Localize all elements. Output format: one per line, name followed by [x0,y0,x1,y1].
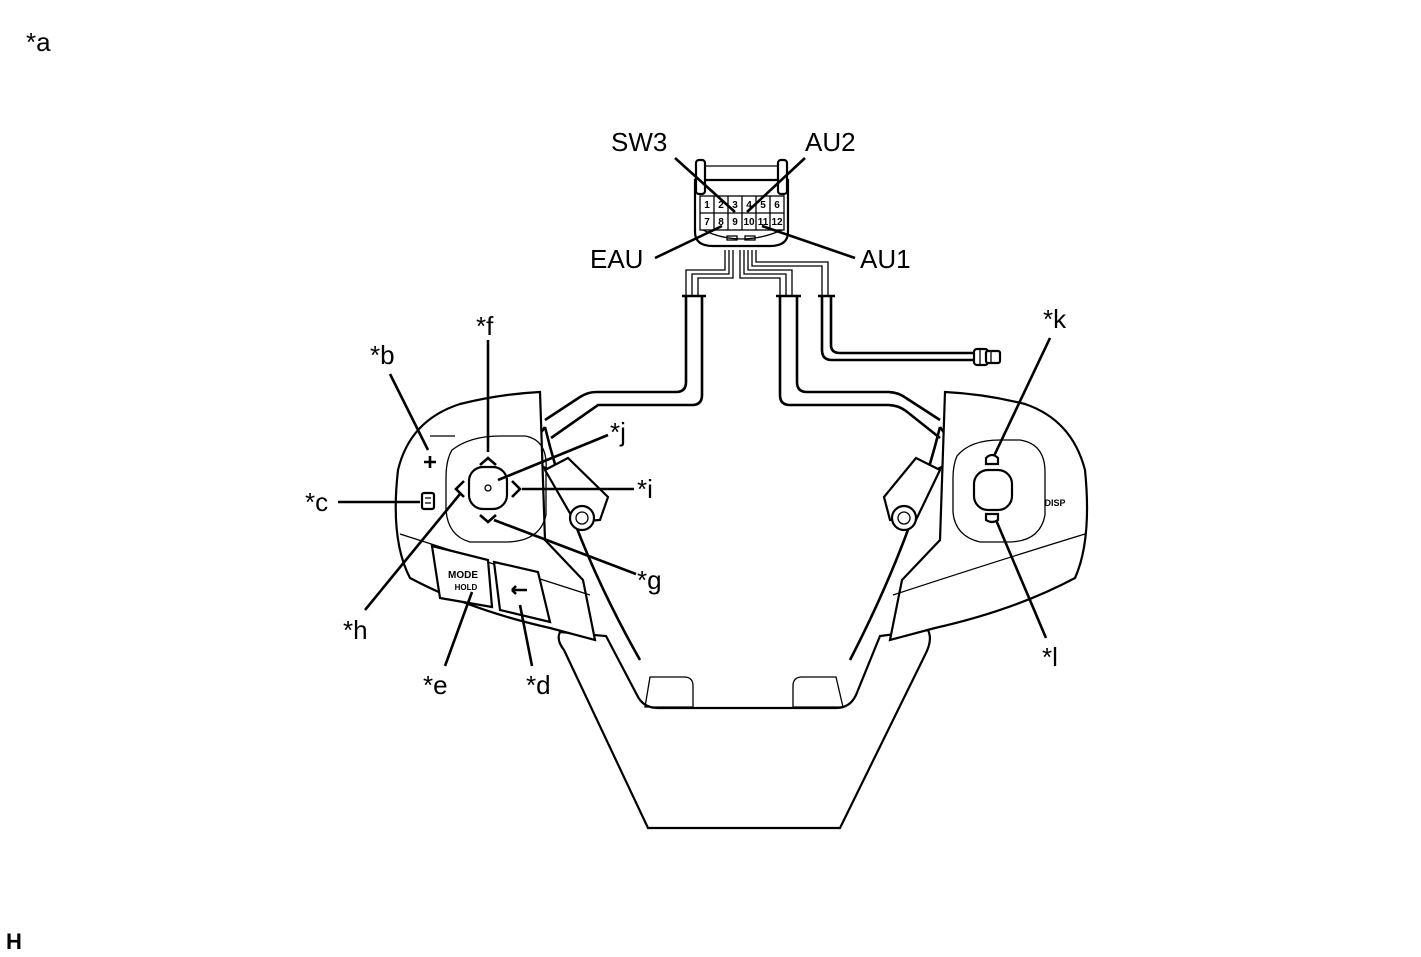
source-select-icon [420,491,436,511]
mode-text: MODE [448,570,478,581]
disp-text: DISP [1044,498,1065,508]
callout-b: *b [370,340,395,370]
pin-9: 9 [732,217,738,228]
terminal-au2: AU2 [805,127,856,157]
right-steering-switch: DISP [888,390,1089,642]
pin-12: 12 [771,217,783,228]
pin-8: 8 [718,217,724,228]
right-arrow-icon [511,480,522,498]
callout-e: *e [423,670,448,700]
pin-5: 5 [760,200,766,211]
volume-plus-icon [424,456,436,468]
steering-pad-body [532,426,953,830]
connector-pin-grid: 1 2 3 4 5 6 7 8 9 10 11 12 [699,195,785,231]
callout-a: *a [26,27,51,57]
left-arrow-icon [454,480,465,498]
pin-11: 11 [758,217,769,228]
back-arrow-icon [511,585,527,595]
callout-h: *h [343,615,368,645]
callout-d: *d [526,670,551,700]
pin-10: 10 [743,217,755,228]
callout-i: *i [637,474,653,504]
callout-c: *c [305,487,328,517]
callout-labels: *a *b *c *d *e *f *g *h *i *j *k *l SW3 … [6,27,1067,954]
callout-j: *j [610,417,626,447]
callout-l: *l [1042,642,1058,672]
phone-pad-bezel [952,439,1046,543]
callout-f: *f [476,311,494,341]
callout-g: *g [637,565,662,595]
pin-4: 4 [746,200,752,211]
terminal-sw3: SW3 [611,127,667,157]
wire-harness [544,250,1002,440]
pin-2: 2 [718,200,724,211]
phone-off-hook-icon [984,453,1000,466]
terminal-au1: AU1 [860,244,911,274]
left-steering-switch: MODE HOLD [394,390,597,642]
up-arrow-icon [479,456,497,466]
phone-on-hook-icon [984,512,1000,524]
back-button [492,560,552,624]
callout-k: *k [1043,304,1067,334]
enter-button [467,465,509,511]
mode-hold-button [430,544,494,609]
hold-text: HOLD [455,583,478,592]
pin-7: 7 [704,217,710,228]
pin-6: 6 [774,200,780,211]
pin-3: 3 [732,200,738,211]
leader-lines [338,157,1052,667]
corner-mark: H [6,929,22,954]
down-arrow-icon [479,514,497,524]
pin-1: 1 [704,200,710,211]
terminal-eau: EAU [590,244,643,274]
phone-center-button [972,468,1014,512]
